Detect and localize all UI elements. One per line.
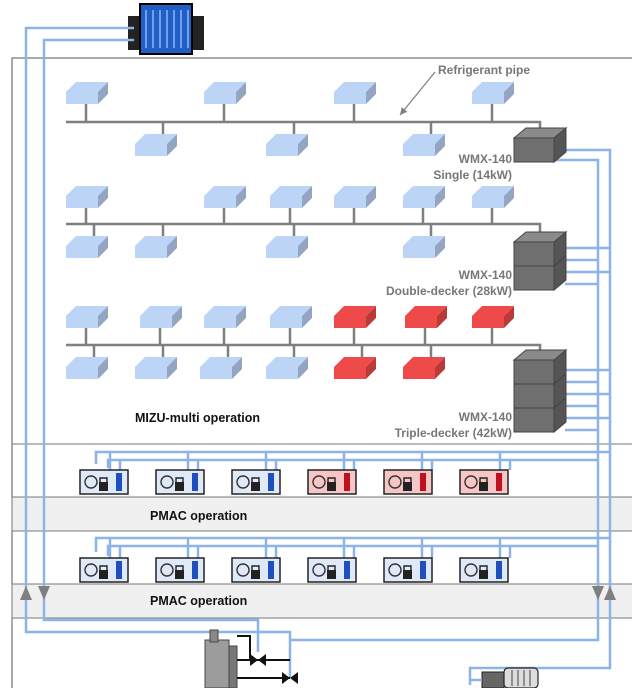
double-model-label: WMX-140 <box>459 268 513 282</box>
indoor-unit-group <box>66 82 514 379</box>
pmac-unit <box>231 557 281 583</box>
indoor-unit <box>472 82 514 104</box>
indoor-unit <box>270 186 312 208</box>
indoor-unit <box>403 236 445 258</box>
indoor-unit <box>334 82 376 104</box>
triple-model-label: WMX-140 <box>459 410 513 424</box>
indoor-unit <box>403 134 445 156</box>
indoor-unit <box>66 306 108 328</box>
outdoor-unit-module <box>513 407 555 433</box>
pmac-unit <box>307 557 357 583</box>
pmac-section-label-2: PMAC operation <box>150 594 247 608</box>
floor-band-1 <box>11 496 632 532</box>
refrigerant-pipe-label: Refrigerant pipe <box>438 63 530 77</box>
building-outline <box>11 57 632 688</box>
callout-arrow <box>399 71 436 116</box>
pmac-unit <box>79 557 129 583</box>
indoor-unit <box>66 357 108 379</box>
refrigerant-pipe-main <box>66 222 542 238</box>
outdoor-unit-group <box>512 126 568 434</box>
indoor-unit <box>66 186 108 208</box>
water-pipe-segment <box>42 38 134 605</box>
indoor-unit <box>135 236 177 258</box>
flow-arrow <box>20 586 32 600</box>
indoor-unit <box>266 134 308 156</box>
indoor-unit-active <box>334 306 376 328</box>
indoor-unit <box>270 306 312 328</box>
water-pipe-segment <box>290 158 600 642</box>
mizu-section-label: MIZU-multi operation <box>135 411 260 425</box>
indoor-unit <box>66 236 108 258</box>
indoor-unit <box>334 186 376 208</box>
water-pipe-segment <box>106 544 598 556</box>
flow-arrow <box>592 586 604 600</box>
water-pipe-segment <box>94 536 610 552</box>
plant-equipment <box>204 629 539 688</box>
outdoor-unit-stack <box>512 126 568 164</box>
pmac-section-label-1: PMAC operation <box>150 509 247 523</box>
pmac-unit-active <box>459 469 509 495</box>
outdoor-unit-stack <box>512 348 568 434</box>
pmac-unit-active <box>307 469 357 495</box>
water-pipe-segment <box>42 605 260 652</box>
pmac-unit <box>459 557 509 583</box>
pmac-unit <box>155 557 205 583</box>
water-pipe-segment <box>106 458 598 468</box>
valve <box>282 672 298 684</box>
indoor-unit <box>204 186 246 208</box>
outdoor-unit-module <box>513 241 555 267</box>
water-pipe-segment <box>24 605 292 678</box>
indoor-unit <box>472 186 514 208</box>
flow-arrow <box>38 586 50 600</box>
pmac-unit <box>79 469 129 495</box>
indoor-unit-active <box>405 306 447 328</box>
water-pipe-segment <box>468 148 612 685</box>
single-model-label: WMX-140 <box>459 152 513 166</box>
indoor-unit <box>135 134 177 156</box>
pump <box>470 667 539 688</box>
double-desc-label: Double-decker (28kW) <box>386 284 512 298</box>
water-tank <box>204 629 290 688</box>
water-pipe-segment <box>94 450 610 464</box>
valve <box>250 654 266 666</box>
water-pipe-segment <box>24 26 134 605</box>
indoor-unit-active <box>472 306 514 328</box>
indoor-unit <box>140 306 182 328</box>
refrigerant-pipe-main <box>66 343 542 359</box>
indoor-unit-active <box>403 357 445 379</box>
triple-desc-label: Triple-decker (42kW) <box>395 426 512 440</box>
pmac-unit-group <box>79 469 509 583</box>
indoor-unit <box>204 82 246 104</box>
refrigerant-pipe-main <box>66 120 542 136</box>
pmac-unit-active <box>383 469 433 495</box>
pmac-unit <box>155 469 205 495</box>
indoor-unit <box>204 306 246 328</box>
indoor-unit-active <box>334 357 376 379</box>
outdoor-unit-module <box>513 265 555 291</box>
indoor-unit <box>200 357 242 379</box>
pmac-unit <box>383 557 433 583</box>
outdoor-unit-module <box>513 137 555 163</box>
flow-arrow <box>604 586 616 600</box>
pmac-unit <box>231 469 281 495</box>
indoor-unit <box>135 357 177 379</box>
outdoor-unit-module <box>513 383 555 409</box>
water-pipe-network <box>20 26 616 685</box>
outdoor-unit-stack <box>512 230 568 292</box>
indoor-unit <box>266 357 308 379</box>
floor-band-2 <box>11 583 632 619</box>
indoor-unit <box>266 236 308 258</box>
heat-source-unit <box>128 3 204 55</box>
indoor-unit <box>403 186 445 208</box>
indoor-unit <box>66 82 108 104</box>
outdoor-unit-module <box>513 359 555 385</box>
single-desc-label: Single (14kW) <box>433 168 512 182</box>
